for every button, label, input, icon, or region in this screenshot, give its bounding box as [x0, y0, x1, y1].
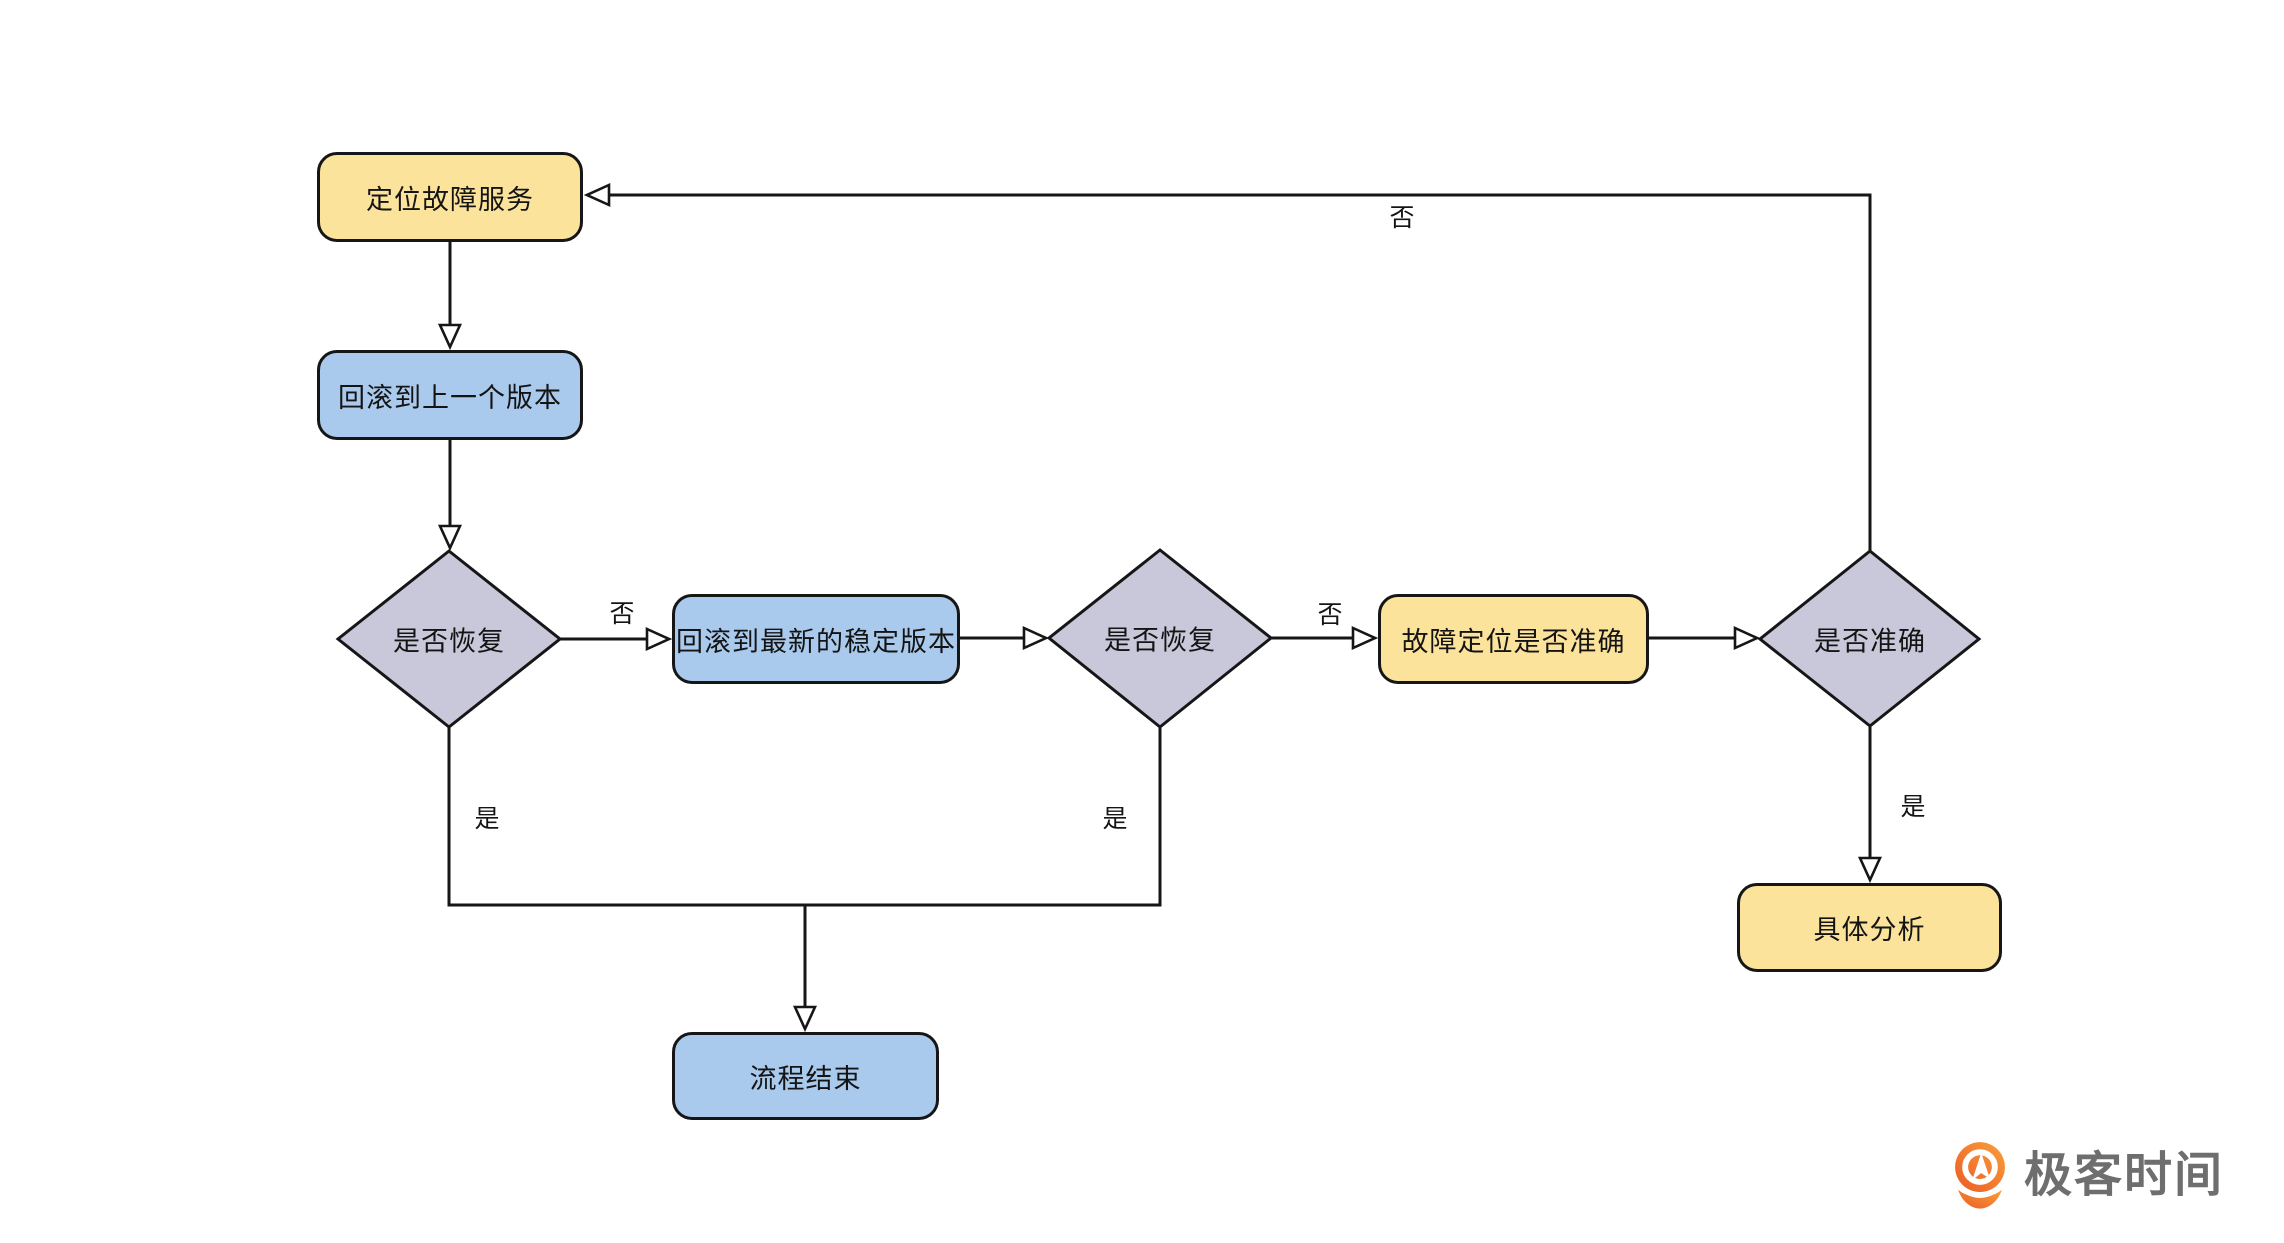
edge-label-no-3: 否: [1389, 204, 1415, 232]
node-label: 故障定位是否准确: [1401, 626, 1626, 657]
node-label: 定位故障服务: [366, 184, 534, 215]
node-locate-fault-service: 定位故障服务: [317, 152, 583, 242]
node-label: 回滚到最新的稳定版本: [676, 626, 956, 657]
node-specific-analysis: 具体分析: [1737, 883, 2002, 972]
edge-label-yes-1: 是: [474, 805, 500, 833]
node-label: 具体分析: [1813, 915, 1926, 945]
node-rollback-previous-version: 回滚到上一个版本: [317, 350, 583, 440]
edge-yes-merge-line: [447, 727, 1162, 907]
decision-label-recovered-1: 是否恢复: [393, 626, 505, 657]
edge-label-yes-3: 是: [1900, 793, 1926, 821]
geektime-logo-icon: [1955, 1142, 2005, 1209]
node-label: 回滚到上一个版本: [338, 382, 562, 413]
decision-label-accurate: 是否准确: [1814, 626, 1926, 657]
node-fault-locating-accuracy: 故障定位是否准确: [1378, 594, 1649, 684]
edge-label-no-1: 否: [609, 600, 635, 628]
edge-label-yes-2: 是: [1102, 805, 1128, 833]
edge-label-no-2: 否: [1317, 601, 1343, 629]
edge-accurate-no-feedback-to-locate: [587, 195, 1872, 551]
node-label: 流程结束: [749, 1063, 862, 1094]
brand-logo: 极客时间: [1950, 1141, 2224, 1211]
decision-recovered-1-shape: [335, 549, 563, 729]
decision-accurate-shape: [1757, 549, 1982, 728]
node-process-end: 流程结束: [672, 1032, 939, 1120]
node-rollback-latest-stable-version: 回滚到最新的稳定版本: [672, 594, 960, 684]
decision-label-recovered-2: 是否恢复: [1104, 625, 1216, 656]
brand-logo-text: 极客时间: [2024, 1149, 2225, 1202]
decision-recovered-2-shape: [1046, 548, 1274, 729]
